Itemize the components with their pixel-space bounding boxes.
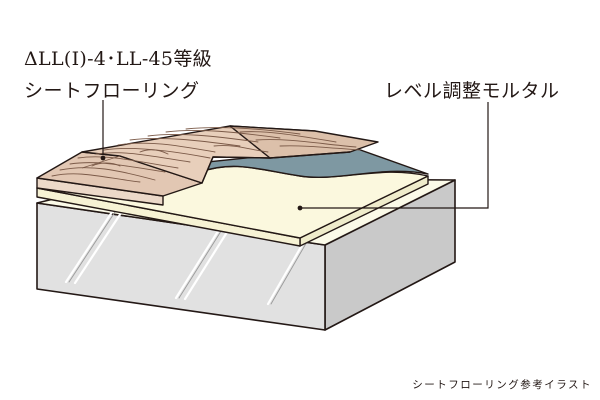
- flooring-board-right: [229, 125, 379, 159]
- wood-grain: [51, 127, 361, 183]
- sheet-flooring-layer: [36, 125, 379, 206]
- flooring-name-label: シートフローリング: [24, 80, 200, 102]
- slab-reflection-lines: [64, 210, 307, 306]
- illustration-caption: シートフローリング参考イラスト: [412, 379, 592, 391]
- flooring-grade-label: ΔLL(Ⅰ)-4･LL-45等級: [24, 48, 212, 70]
- leader-lines: [100, 100, 489, 211]
- mortar-leader-line: [300, 102, 489, 209]
- leveling-mortar-label: レベル調整モルタル: [384, 80, 560, 102]
